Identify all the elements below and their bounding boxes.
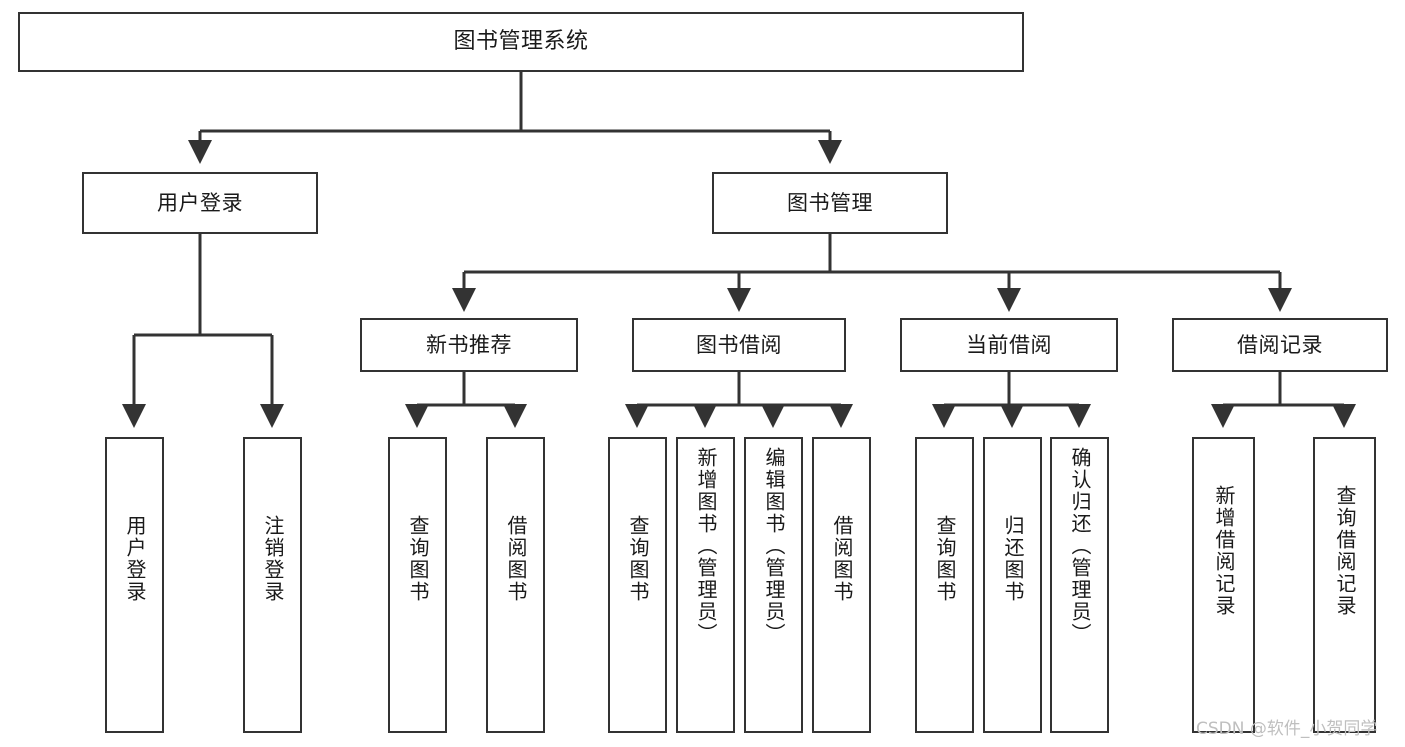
node-borrow-record-label: 借阅记录 [1237,332,1323,357]
node-leaf-borrow-book-2[interactable]: 借阅图书 [812,437,871,733]
node-leaf-edit-book[interactable]: 编辑图书（管理员） [744,437,803,733]
csdn-watermark: CSDN @软件_小贺同学 [1196,719,1378,739]
node-root-label: 图书管理系统 [453,29,589,55]
node-leaf-borrow-book-2-label: 借阅图书 [830,515,854,603]
node-book-manage-label: 图书管理 [787,190,873,215]
node-leaf-query-book-2[interactable]: 查询图书 [608,437,667,733]
node-leaf-logout[interactable]: 注销登录 [243,437,302,733]
node-book-manage[interactable]: 图书管理 [712,172,948,234]
node-new-book-rec[interactable]: 新书推荐 [360,318,578,372]
node-user-login[interactable]: 用户登录 [82,172,318,234]
node-leaf-query-book-1-label: 查询图书 [406,515,430,603]
node-leaf-edit-book-label: 编辑图书（管理员） [762,447,786,645]
node-leaf-add-record-label: 新增借阅记录 [1212,485,1236,617]
node-leaf-query-book-3[interactable]: 查询图书 [915,437,974,733]
node-leaf-user-login-label: 用户登录 [123,515,147,603]
node-root[interactable]: 图书管理系统 [18,12,1024,72]
node-leaf-confirm-return-label: 确认归还（管理员） [1068,447,1092,645]
node-leaf-add-book[interactable]: 新增图书（管理员） [676,437,735,733]
node-leaf-logout-label: 注销登录 [261,515,285,603]
node-leaf-return-book[interactable]: 归还图书 [983,437,1042,733]
node-new-book-rec-label: 新书推荐 [426,332,512,357]
node-leaf-add-book-label: 新增图书（管理员） [694,447,718,645]
node-leaf-query-book-3-label: 查询图书 [933,515,957,603]
node-leaf-return-book-label: 归还图书 [1001,515,1025,603]
node-book-borrow[interactable]: 图书借阅 [632,318,846,372]
node-current-borrow-label: 当前借阅 [966,332,1052,357]
node-leaf-borrow-book-1-label: 借阅图书 [504,515,528,603]
node-borrow-record[interactable]: 借阅记录 [1172,318,1388,372]
node-leaf-add-record[interactable]: 新增借阅记录 [1192,437,1255,733]
node-user-login-label: 用户登录 [157,190,243,215]
node-leaf-query-book-1[interactable]: 查询图书 [388,437,447,733]
node-leaf-query-record-label: 查询借阅记录 [1333,485,1357,617]
node-leaf-query-record[interactable]: 查询借阅记录 [1313,437,1376,733]
node-leaf-query-book-2-label: 查询图书 [626,515,650,603]
node-leaf-borrow-book-1[interactable]: 借阅图书 [486,437,545,733]
node-leaf-user-login[interactable]: 用户登录 [105,437,164,733]
node-book-borrow-label: 图书借阅 [696,332,782,357]
node-current-borrow[interactable]: 当前借阅 [900,318,1118,372]
node-leaf-confirm-return[interactable]: 确认归还（管理员） [1050,437,1109,733]
